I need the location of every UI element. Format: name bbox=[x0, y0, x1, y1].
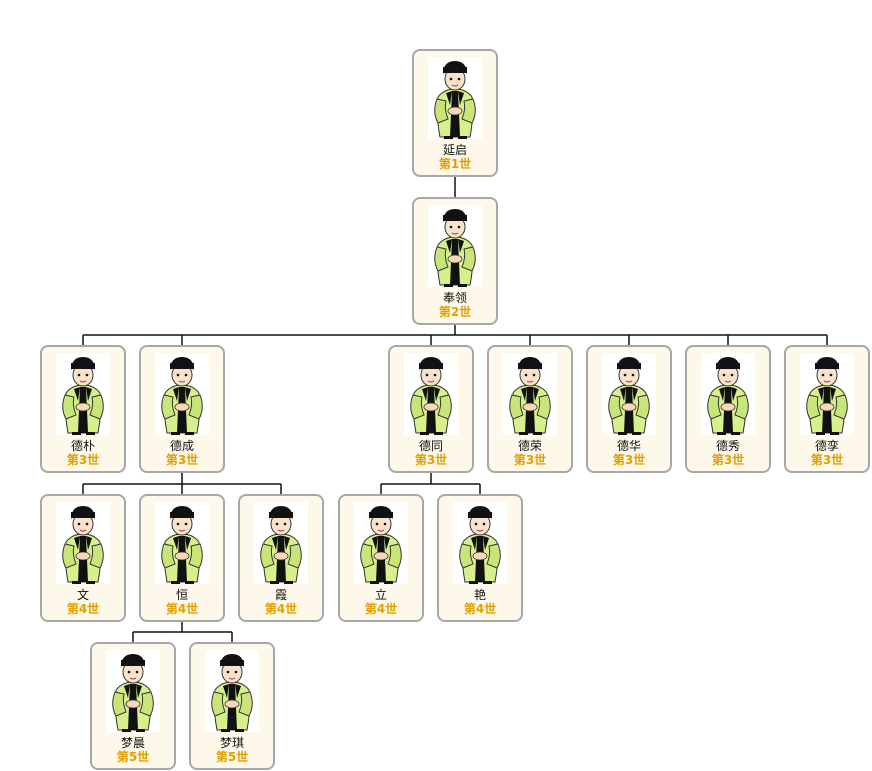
member-generation: 第5世 bbox=[116, 750, 150, 764]
member-name: 德朴 bbox=[70, 439, 95, 453]
member-card-m1[interactable]: 延启第1世 bbox=[412, 49, 498, 177]
member-name: 艳 bbox=[473, 588, 486, 602]
member-name: 恒 bbox=[175, 588, 188, 602]
member-generation: 第4世 bbox=[364, 602, 398, 616]
person-portrait-icon bbox=[503, 353, 557, 436]
member-name: 德同 bbox=[418, 439, 443, 453]
person-portrait-icon bbox=[56, 353, 110, 436]
member-card-m5[interactable]: 德同第3世 bbox=[388, 345, 474, 473]
member-generation: 第3世 bbox=[810, 453, 844, 467]
person-portrait-icon bbox=[602, 353, 656, 436]
member-name: 文 bbox=[76, 588, 89, 602]
member-name: 梦琪 bbox=[219, 736, 244, 750]
person-portrait-icon bbox=[800, 353, 854, 436]
member-card-m6[interactable]: 德荣第3世 bbox=[487, 345, 573, 473]
member-card-m14[interactable]: 艳第4世 bbox=[437, 494, 523, 622]
member-generation: 第5世 bbox=[215, 750, 249, 764]
member-card-m8[interactable]: 德秀第3世 bbox=[685, 345, 771, 473]
member-card-m3[interactable]: 德朴第3世 bbox=[40, 345, 126, 473]
member-card-m10[interactable]: 文第4世 bbox=[40, 494, 126, 622]
person-portrait-icon bbox=[56, 502, 110, 585]
person-portrait-icon bbox=[453, 502, 507, 585]
member-generation: 第1世 bbox=[438, 157, 472, 171]
member-name: 德华 bbox=[616, 439, 641, 453]
member-name: 梦晨 bbox=[120, 736, 145, 750]
person-portrait-icon bbox=[155, 502, 209, 585]
member-generation: 第3世 bbox=[66, 453, 100, 467]
member-generation: 第3世 bbox=[711, 453, 745, 467]
member-card-m15[interactable]: 梦晨第5世 bbox=[90, 642, 176, 770]
member-generation: 第3世 bbox=[612, 453, 646, 467]
member-card-m7[interactable]: 德华第3世 bbox=[586, 345, 672, 473]
member-name: 德孪 bbox=[814, 439, 839, 453]
member-generation: 第4世 bbox=[66, 602, 100, 616]
person-portrait-icon bbox=[205, 650, 259, 733]
member-card-m11[interactable]: 恒第4世 bbox=[139, 494, 225, 622]
person-portrait-icon bbox=[428, 57, 482, 140]
member-name: 德秀 bbox=[715, 439, 740, 453]
person-portrait-icon bbox=[428, 205, 482, 288]
member-card-m13[interactable]: 立第4世 bbox=[338, 494, 424, 622]
member-card-m2[interactable]: 奉领第2世 bbox=[412, 197, 498, 325]
member-generation: 第4世 bbox=[165, 602, 199, 616]
person-portrait-icon bbox=[106, 650, 160, 733]
person-portrait-icon bbox=[354, 502, 408, 585]
member-generation: 第3世 bbox=[165, 453, 199, 467]
member-name: 霞 bbox=[274, 588, 287, 602]
person-portrait-icon bbox=[254, 502, 308, 585]
member-card-m12[interactable]: 霞第4世 bbox=[238, 494, 324, 622]
member-name: 德荣 bbox=[517, 439, 542, 453]
person-portrait-icon bbox=[404, 353, 458, 436]
person-portrait-icon bbox=[701, 353, 755, 436]
member-card-m9[interactable]: 德孪第3世 bbox=[784, 345, 870, 473]
member-generation: 第2世 bbox=[438, 305, 472, 319]
member-name: 立 bbox=[374, 588, 387, 602]
member-name: 奉领 bbox=[442, 291, 467, 305]
member-name: 延启 bbox=[442, 143, 467, 157]
person-portrait-icon bbox=[155, 353, 209, 436]
member-card-m16[interactable]: 梦琪第5世 bbox=[189, 642, 275, 770]
member-generation: 第4世 bbox=[463, 602, 497, 616]
member-generation: 第3世 bbox=[414, 453, 448, 467]
member-generation: 第4世 bbox=[264, 602, 298, 616]
member-name: 德成 bbox=[169, 439, 194, 453]
member-card-m4[interactable]: 德成第3世 bbox=[139, 345, 225, 473]
member-generation: 第3世 bbox=[513, 453, 547, 467]
